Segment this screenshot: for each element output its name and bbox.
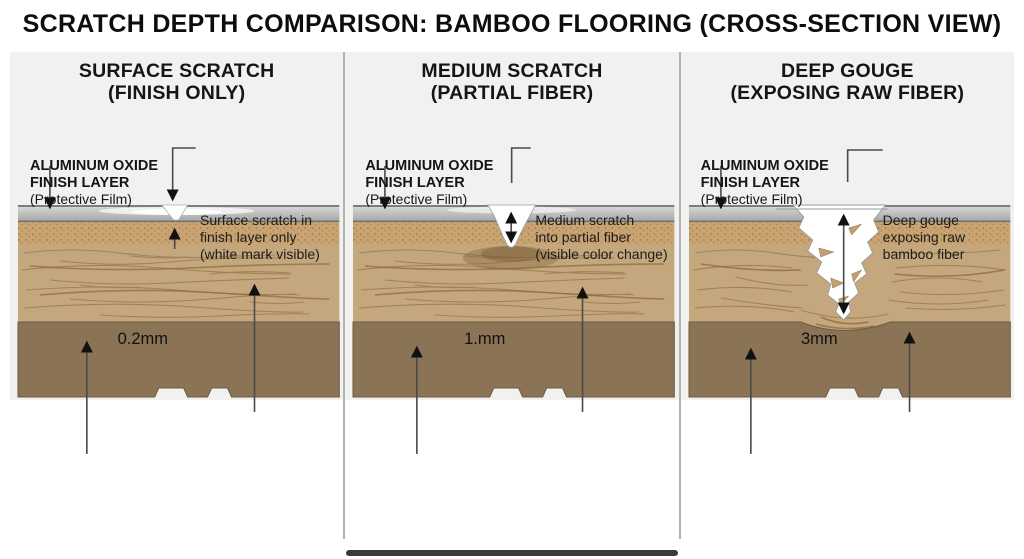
substructure-layer [17,321,340,398]
finish-layer-label: ALUMINUM OXIDE FINISH LAYER (Protective … [365,158,494,207]
scratch-leader-line [511,147,531,183]
panel-surface-scratch: SURFACE SCRATCH (FINISH ONLY) ALUMINUM O… [10,52,344,539]
panel-heading: DEEP GOUGE (EXPOSING RAW FIBER) [730,60,965,104]
substructure-layer [688,321,1011,398]
page-title: SCRATCH DEPTH COMPARISON: BAMBOO FLOORIN… [22,10,1002,38]
panel-deep-gouge: DEEP GOUGE (EXPOSING RAW FIBER) ALUMINUM… [678,52,1014,539]
gouge-leader-line [846,149,883,182]
scratch-leader-arrow [166,147,196,202]
cross-section-diagram-surface [17,147,340,454]
panel-medium-scratch: MEDIUM SCRATCH (PARTIAL FIBER) ALUMINUM … [343,52,679,539]
cross-section-diagram-deep [688,149,1011,454]
panel-heading: MEDIUM SCRATCH (PARTIAL FIBER) [421,60,603,104]
finish-layer-label: ALUMINUM OXIDE FINISH LAYER (Protective … [30,158,159,207]
color-change-halo [463,246,559,270]
substructure-layer [352,321,676,398]
scratch-note: Medium scratch into partial fiber (visib… [535,211,668,262]
bottom-bar [346,550,678,556]
scratch-note: Surface scratch in finish layer only (wh… [200,211,320,262]
bamboo-fiber-layer [353,244,675,322]
depth-label: 3mm [800,329,838,348]
cross-section-diagram-medium [352,147,676,454]
bamboo-fiber-layer [17,244,340,322]
depth-label: 1.mm [464,329,506,348]
depth-label: 0.2mm [117,329,168,348]
surface-scratch-mark [98,204,255,221]
finish-layer-label: ALUMINUM OXIDE FINISH LAYER (Protective … [700,158,829,207]
panel-heading: SURFACE SCRATCH (FINISH ONLY) [78,60,275,104]
panel-row: SURFACE SCRATCH (FINISH ONLY) ALUMINUM O… [10,52,1014,539]
scratch-note: Deep gouge exposing raw bamboo fiber [882,211,966,262]
